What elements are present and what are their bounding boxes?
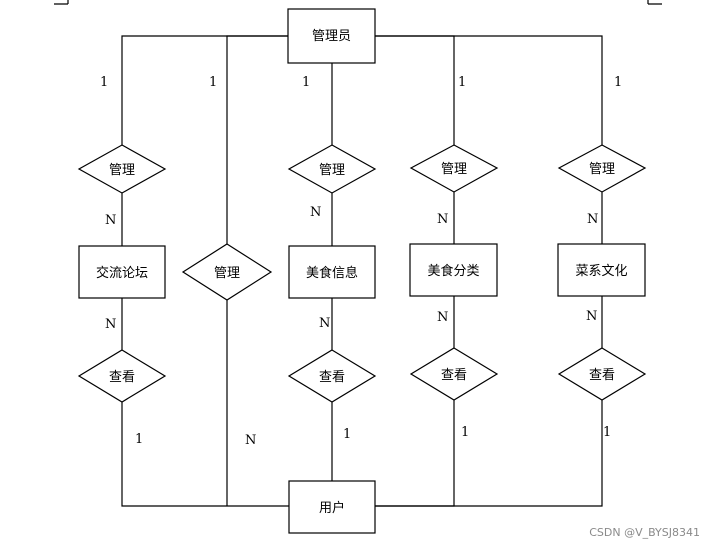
rel-manage-food-info[interactable]: 管理 xyxy=(287,144,377,194)
rel-view-food-info-label: 查看 xyxy=(319,369,345,385)
entity-user[interactable]: 用户 xyxy=(288,480,376,534)
entity-forum-label: 交流论坛 xyxy=(96,265,148,281)
card-user-view-cuisine: 1 xyxy=(603,425,611,440)
rel-manage-cuisine-culture[interactable]: 管理 xyxy=(557,144,647,193)
card-admin-user: 1 xyxy=(209,75,217,90)
edge-admin-manage-food-category xyxy=(375,35,455,145)
card-cuisine-view: N xyxy=(586,309,597,324)
rel-view-forum[interactable]: 查看 xyxy=(77,349,167,403)
card-user-view-forum: 1 xyxy=(135,432,143,447)
rel-manage-forum[interactable]: 管理 xyxy=(77,144,167,194)
watermark-text: CSDN @V_BYSJ8341 xyxy=(589,526,700,539)
entity-cuisine-culture-label: 菜系文化 xyxy=(575,264,627,279)
card-food-info-view: N xyxy=(319,316,330,331)
rel-view-food-info[interactable]: 查看 xyxy=(287,349,377,403)
entity-food-category[interactable]: 美食分类 xyxy=(409,243,498,297)
edge-view-food-category-user xyxy=(375,400,455,507)
rel-view-cuisine-culture-label: 查看 xyxy=(589,367,615,383)
rel-view-cuisine-culture[interactable]: 查看 xyxy=(557,347,647,401)
card-cuisine-manage: N xyxy=(587,212,598,227)
corner-mark-right xyxy=(647,0,662,5)
entity-admin[interactable]: 管理员 xyxy=(287,8,376,64)
card-admin-food-info: 1 xyxy=(302,75,310,90)
edge-view-forum-user xyxy=(121,402,289,507)
rel-manage-user[interactable]: 管理 xyxy=(181,243,273,301)
entity-forum[interactable]: 交流论坛 xyxy=(78,245,166,299)
card-food-info-manage: N xyxy=(310,205,321,220)
rel-manage-food-category[interactable]: 管理 xyxy=(409,144,499,193)
card-forum-view: N xyxy=(105,317,116,332)
card-forum-manage: N xyxy=(105,213,116,228)
corner-mark-left xyxy=(54,0,69,5)
rel-manage-food-category-label: 管理 xyxy=(441,162,467,177)
rel-manage-food-info-label: 管理 xyxy=(319,163,345,178)
rel-view-forum-label: 查看 xyxy=(109,369,135,385)
rel-manage-user-label: 管理 xyxy=(214,266,240,281)
entity-user-label: 用户 xyxy=(319,500,345,516)
entity-cuisine-culture[interactable]: 菜系文化 xyxy=(557,243,646,297)
rel-view-food-category[interactable]: 查看 xyxy=(409,347,499,401)
card-admin-cuisine: 1 xyxy=(614,75,622,90)
card-food-category-manage: N xyxy=(437,212,448,227)
edge-admin-manage-forum xyxy=(121,35,288,145)
entity-food-category-label: 美食分类 xyxy=(427,263,479,279)
rel-manage-forum-label: 管理 xyxy=(109,163,135,178)
card-user-view-food-info: 1 xyxy=(343,427,351,442)
card-user-manage: N xyxy=(245,433,256,448)
entity-food-info[interactable]: 美食信息 xyxy=(288,245,376,299)
card-admin-food-category: 1 xyxy=(458,75,466,90)
card-admin-forum: 1 xyxy=(100,75,108,90)
entity-food-info-label: 美食信息 xyxy=(306,265,358,281)
edge-view-cuisine-user xyxy=(375,400,603,507)
rel-manage-cuisine-culture-label: 管理 xyxy=(589,162,615,177)
card-user-view-food-category: 1 xyxy=(461,425,469,440)
edge-admin-manage-cuisine xyxy=(375,35,603,145)
entity-admin-label: 管理员 xyxy=(312,29,351,44)
edge-admin-manage-user xyxy=(226,35,288,244)
card-food-category-view: N xyxy=(437,310,448,325)
rel-view-food-category-label: 查看 xyxy=(441,367,467,383)
